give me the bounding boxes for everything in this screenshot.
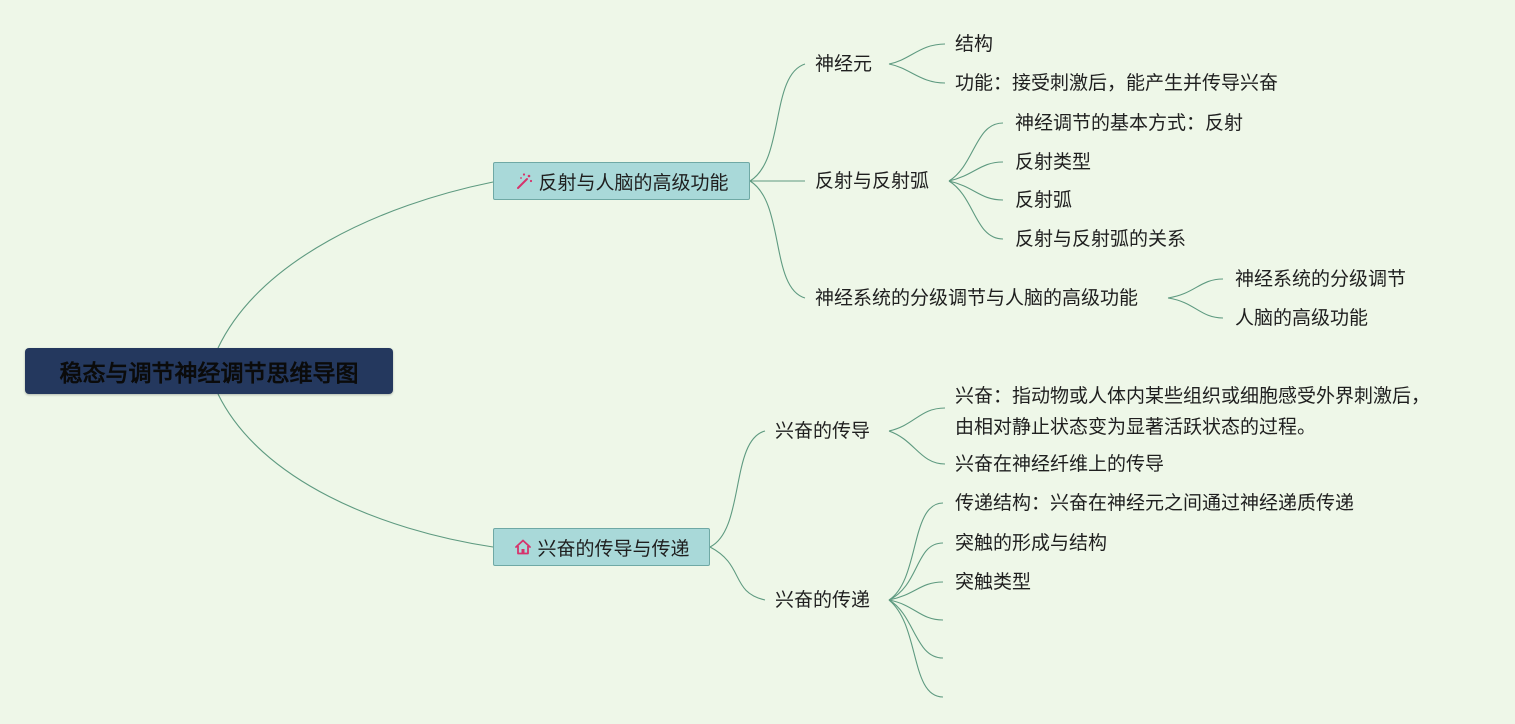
connector-neuron-function bbox=[888, 63, 946, 84]
connector-excitation-transmission bbox=[709, 546, 766, 601]
connector-arc-basic bbox=[948, 122, 1004, 182]
connector-hier-regulation bbox=[1167, 278, 1224, 299]
leaf-fiber-conduction[interactable]: 兴奋在神经纤维上的传导 bbox=[955, 453, 1165, 475]
topic-neuron[interactable]: 神经元 bbox=[815, 53, 873, 75]
leaf-transmission-structure[interactable]: 传递结构：兴奋在神经元之间通过神经递质传递 bbox=[955, 492, 1355, 514]
connector-transmission-synapse bbox=[888, 542, 944, 601]
leaf-neuron-structure[interactable]: 结构 bbox=[955, 33, 994, 55]
magic-wand-icon bbox=[514, 171, 534, 191]
topic-conduction[interactable]: 兴奋的传导 bbox=[775, 420, 871, 442]
leaf-excitation-definition-line2: 由相对静止状态变为显著活跃状态的过程。 bbox=[955, 416, 1317, 438]
leaf-hier-regulation[interactable]: 神经系统的分级调节 bbox=[1235, 268, 1407, 290]
connector-neuron-structure bbox=[888, 43, 946, 65]
topic-transmission[interactable]: 兴奋的传递 bbox=[775, 589, 871, 611]
leaf-excitation-definition-line1: 兴奋：指动物或人体内某些组织或细胞感受外界刺激后， bbox=[955, 385, 1431, 407]
root-topic-label: 稳态与调节神经调节思维导图 bbox=[59, 361, 359, 387]
connector-transmission-structure bbox=[888, 502, 944, 601]
leaf-basic-mode[interactable]: 神经调节的基本方式：反射 bbox=[1015, 112, 1244, 134]
connector-reflex-neuron bbox=[749, 63, 806, 182]
leaf-neuron-function[interactable]: 功能：接受刺激后，能产生并传导兴奋 bbox=[955, 72, 1279, 94]
leaf-brain-functions[interactable]: 人脑的高级功能 bbox=[1235, 307, 1369, 329]
connector-arc-types bbox=[948, 161, 1004, 182]
connector-transmission-empty-2 bbox=[888, 599, 944, 659]
connector-root-excitation bbox=[217, 393, 494, 548]
connector-conduction-def bbox=[888, 407, 946, 432]
connector-arc-relation bbox=[948, 180, 1004, 240]
connector-arc-arc bbox=[948, 180, 1004, 201]
connector-transmission-empty-1 bbox=[888, 599, 944, 621]
branch-excitation-label: 兴奋的传导与传递 bbox=[537, 537, 690, 560]
leaf-synapse-formation[interactable]: 突触的形成与结构 bbox=[955, 532, 1108, 554]
leaf-relation[interactable]: 反射与反射弧的关系 bbox=[1015, 228, 1187, 250]
branch-excitation[interactable]: 兴奋的传导与传递 bbox=[493, 528, 710, 566]
leaf-synapse-types[interactable]: 突触类型 bbox=[955, 571, 1032, 593]
branch-reflex[interactable]: 反射与人脑的高级功能 bbox=[493, 162, 750, 200]
connector-transmission-types bbox=[888, 581, 944, 601]
branch-reflex-label: 反射与人脑的高级功能 bbox=[538, 171, 729, 194]
topic-reflex-arc[interactable]: 反射与反射弧 bbox=[815, 170, 930, 192]
topic-hierarchical[interactable]: 神经系统的分级调节与人脑的高级功能 bbox=[815, 287, 1139, 309]
connector-excitation-conduction bbox=[709, 430, 766, 548]
house-icon bbox=[513, 537, 533, 557]
leaf-reflex-types[interactable]: 反射类型 bbox=[1015, 151, 1092, 173]
connector-root-reflex bbox=[217, 181, 494, 349]
leaf-excitation-definition[interactable]: 兴奋：指动物或人体内某些组织或细胞感受外界刺激后， 由相对静止状态变为显著活跃状… bbox=[955, 381, 1430, 443]
connector-transmission-empty-3 bbox=[888, 599, 944, 698]
connector-hier-brain bbox=[1167, 297, 1224, 319]
connector-reflex-hier bbox=[749, 180, 806, 299]
root-topic[interactable]: 稳态与调节神经调节思维导图 bbox=[25, 348, 393, 394]
connector-conduction-fiber bbox=[888, 430, 946, 465]
leaf-reflex-arc[interactable]: 反射弧 bbox=[1015, 189, 1073, 211]
